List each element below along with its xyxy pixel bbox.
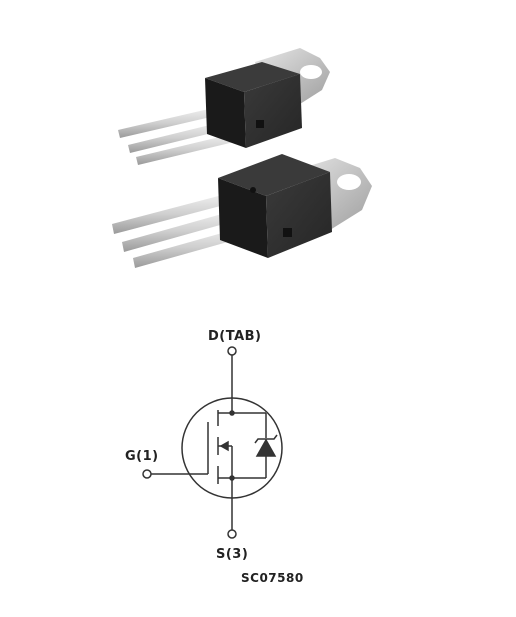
drawing-code: SC07580 [241,571,304,585]
package-body-side [244,74,302,148]
package-body-top [218,154,330,196]
package-body-top [205,62,300,92]
gate-label: G(1) [125,449,159,464]
zener-diode-icon [254,413,278,478]
package-lower [112,154,372,268]
gate-terminal-icon [142,422,209,479]
package-body-side [266,172,332,258]
package-body-front [205,78,246,148]
pin1-marker [250,187,256,193]
source-label: S(3) [216,547,248,562]
source-terminal-icon [227,483,237,539]
mounting-hole [300,65,322,79]
drain-label: D(TAB) [208,329,262,344]
mounting-hole [337,174,361,190]
package-upper [118,48,330,165]
package-body-front [218,178,268,258]
mosfet-schematic [142,346,283,539]
drain-terminal-icon [227,346,237,413]
leads-upper [118,108,234,165]
